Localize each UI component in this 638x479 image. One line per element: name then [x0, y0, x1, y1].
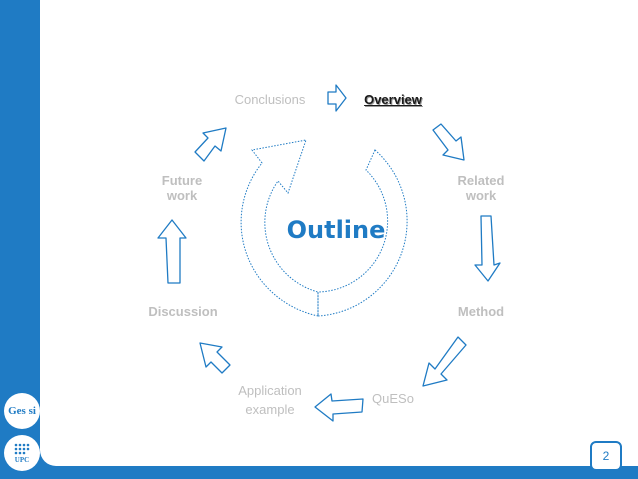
step-arrow-8-upright: [194, 127, 227, 162]
page-number-badge: 2: [590, 441, 622, 471]
cycle-arrow-left: [240, 139, 319, 317]
step-label-overview: Overview: [364, 92, 422, 107]
step-arrow-3-down: [474, 215, 501, 282]
step-arrow-6-upleft: [199, 342, 231, 374]
step-label-application-example: Application example: [238, 383, 302, 417]
step-label-conclusions: Conclusions: [234, 92, 306, 107]
step-arrow-1-right: [327, 84, 347, 112]
upc-logo-text: UPC: [14, 456, 30, 464]
step-arrow-4-downleft: [422, 336, 467, 387]
step-label-queso: QuESo: [372, 391, 414, 406]
upc-logo: UPC: [4, 435, 40, 471]
gessi-logo: Ges si: [4, 393, 40, 429]
page-title: Outline: [286, 216, 386, 244]
slide-canvas: [40, 0, 638, 466]
cycle-arrow-right: [317, 149, 408, 317]
step-arrow-7-up: [157, 219, 187, 284]
step-arrow-2-downright: [432, 123, 465, 161]
upc-dots-icon: [14, 443, 30, 455]
step-label-future-work: Future work: [161, 173, 203, 203]
step-arrow-5-left: [314, 393, 364, 422]
step-label-method: Method: [457, 304, 505, 319]
gessi-logo-text: Ges si: [8, 405, 36, 417]
page-number: 2: [602, 449, 610, 463]
step-label-discussion: Discussion: [148, 304, 218, 319]
step-label-related-work: Related work: [457, 173, 505, 203]
